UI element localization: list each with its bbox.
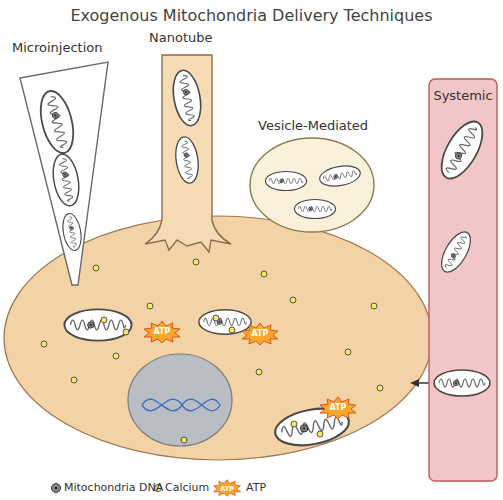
node-outline (428, 78, 498, 482)
atp-label: ATP (318, 402, 358, 414)
technique-node: Nanotube (143, 30, 235, 252)
calcium-ions (41, 259, 383, 443)
legend-icons (52, 480, 241, 497)
technique-label: Microinjection (12, 40, 103, 55)
technique-label: Systemic (428, 88, 498, 103)
arrow-head (410, 379, 419, 387)
entry-arrow (418, 382, 430, 384)
technique-node: Vesicle-Mediated (248, 118, 378, 236)
node-outline (143, 30, 235, 252)
atp-bursts (144, 321, 356, 419)
technique-node: Systemic (428, 78, 498, 482)
legend-text: Mitochondria DNA (64, 481, 163, 495)
node-shape (20, 62, 108, 285)
dna-helix (142, 399, 220, 411)
node-outline (248, 118, 378, 236)
legend-text: ATP (246, 481, 266, 495)
atp-label: ATP (212, 483, 242, 495)
node-outline (8, 40, 120, 290)
atp-label: ATP (240, 328, 280, 340)
atp-label: ATP (142, 326, 182, 338)
node-shape (250, 138, 374, 232)
technique-node: Microinjection (8, 40, 120, 290)
node-shape (145, 55, 231, 252)
cell-mitochondria (64, 309, 351, 450)
diagram-title: Exogenous Mitochondria Delivery Techniqu… (0, 6, 503, 25)
node-shape (429, 79, 497, 481)
technique-label: Vesicle-Mediated (258, 118, 368, 133)
legend-text: Calcium (165, 481, 209, 495)
dna-helix (142, 399, 220, 411)
nucleus (128, 354, 232, 446)
technique-label: Nanotube (149, 30, 212, 45)
